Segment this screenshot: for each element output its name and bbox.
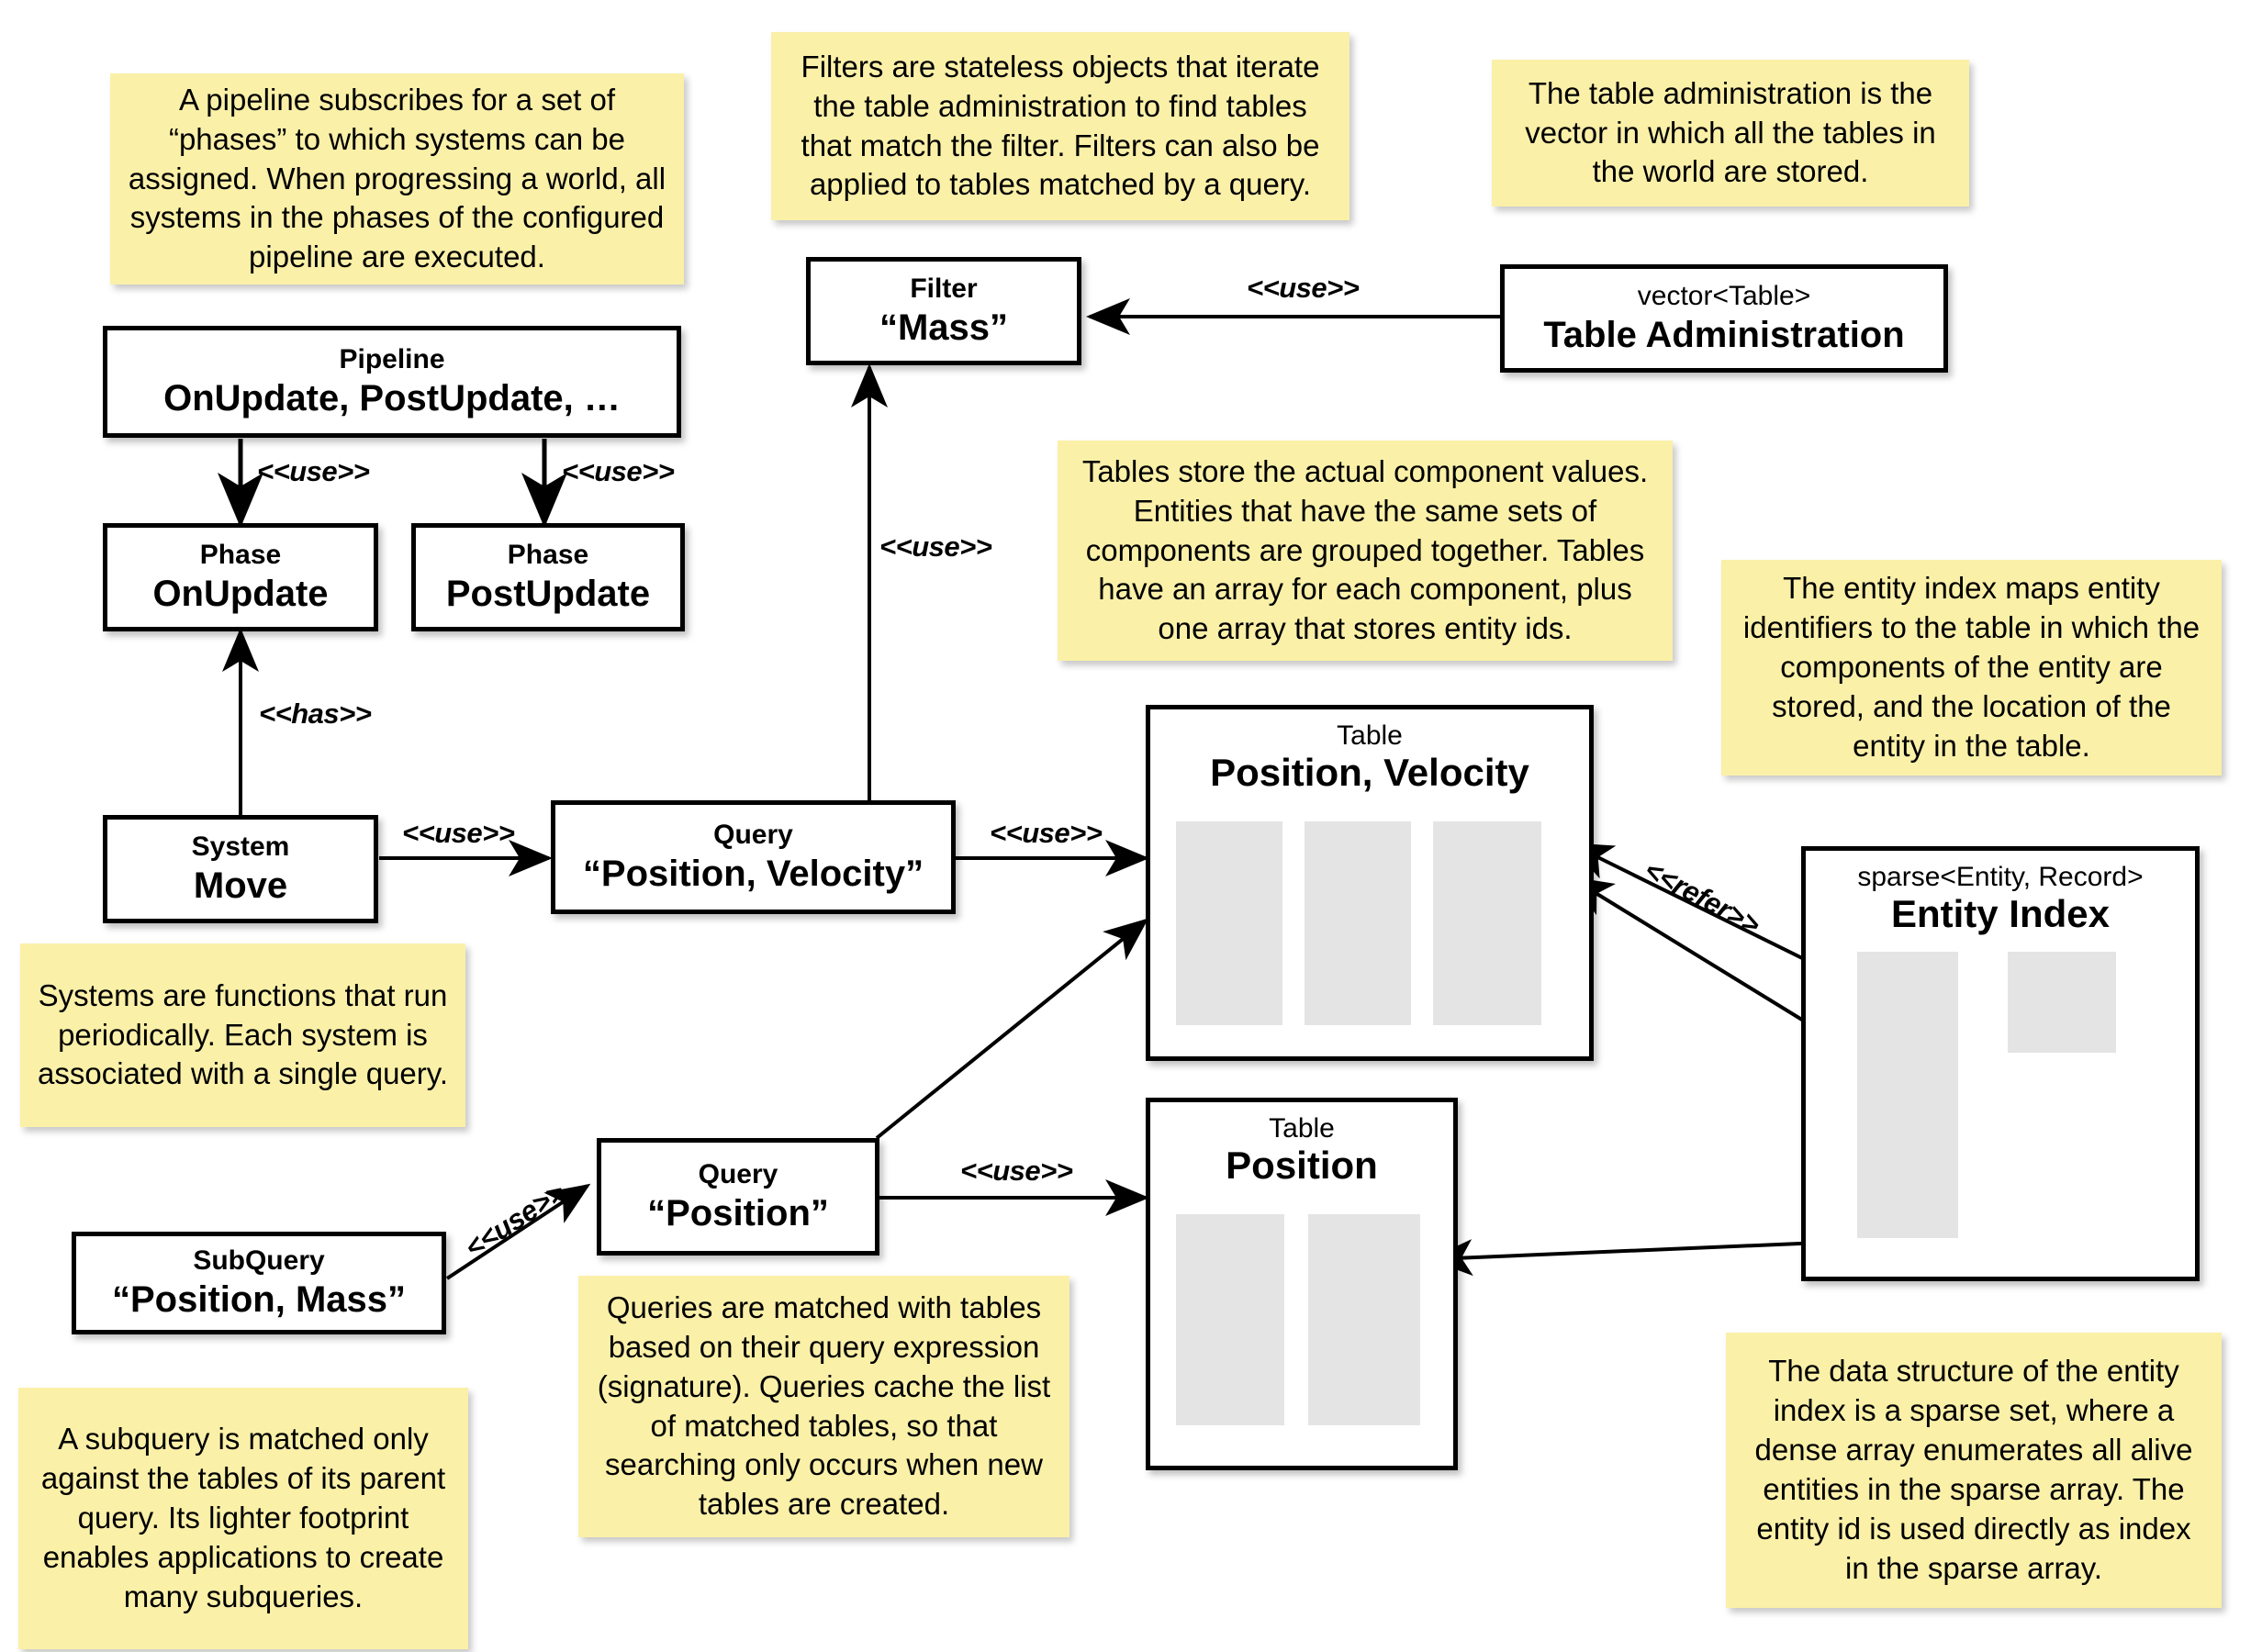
- box-table-administration[interactable]: vector<Table> Table Administration: [1500, 264, 1948, 373]
- box-phase-postupdate[interactable]: Phase PostUpdate: [411, 523, 685, 631]
- box-table-administration-stereotype: vector<Table>: [1637, 280, 1811, 311]
- note-filter: Filters are stateless objects that itera…: [771, 32, 1349, 220]
- note-queries: Queries are matched with tables based on…: [578, 1276, 1069, 1537]
- box-phase-onupdate[interactable]: Phase OnUpdate: [103, 523, 378, 631]
- box-phase-onupdate-title: OnUpdate: [152, 574, 329, 615]
- box-query-position-velocity[interactable]: Query “Position, Velocity”: [551, 800, 956, 914]
- entity-index-stereotype: sparse<Entity, Record>: [1857, 862, 2144, 892]
- box-system-move[interactable]: System Move: [103, 815, 378, 923]
- box-filter-mass-stereotype: Filter: [910, 273, 978, 304]
- box-entity-index[interactable]: sparse<Entity, Record> Entity Index: [1801, 846, 2200, 1281]
- table-position-velocity-title: Position, Velocity: [1210, 751, 1529, 794]
- box-query-position-stereotype: Query: [698, 1158, 778, 1189]
- table-position-header: Table Position: [1150, 1113, 1453, 1188]
- box-query-position-title: “Position”: [647, 1193, 829, 1234]
- table-position-velocity-stereotype: Table: [1337, 720, 1403, 751]
- box-pipeline[interactable]: Pipeline OnUpdate, PostUpdate, …: [103, 326, 681, 438]
- edge-label-entityindex-refer: <<refer>>: [1639, 854, 1765, 942]
- edge-label-subquery-query: <<use>>: [459, 1176, 571, 1265]
- note-systems: Systems are functions that run periodica…: [20, 943, 465, 1127]
- box-subquery-position-mass[interactable]: SubQuery “Position, Mass”: [72, 1232, 446, 1334]
- note-table-admin: The table administration is the vector i…: [1492, 60, 1969, 206]
- edge-label-query-filter: <<use>>: [879, 530, 992, 563]
- edge-label-pipeline-onupdate: <<use>>: [257, 455, 370, 487]
- table-position-column-position: [1176, 1214, 1284, 1425]
- entity-index-header: sparse<Entity, Record> Entity Index: [1806, 862, 2195, 936]
- edge-entityindex-tablepos-line: [1428, 1239, 1864, 1277]
- edge-label-system-phase: <<has>>: [259, 698, 372, 730]
- entity-index-title: Entity Index: [1890, 892, 2111, 935]
- table-column-entity-ids: [1433, 821, 1541, 1025]
- table-position-stereotype: Table: [1269, 1113, 1335, 1144]
- table-column-position: [1176, 821, 1282, 1025]
- edge-label-pipeline-postupdate: <<use>>: [562, 455, 675, 487]
- note-entity-index: The entity index maps entity identifiers…: [1721, 560, 2222, 776]
- note-pipeline: A pipeline subscribes for a set of “phas…: [110, 73, 684, 285]
- note-subquery: A subquery is matched only against the t…: [18, 1388, 468, 1649]
- entity-index-dense-array: [2008, 952, 2116, 1053]
- box-query-position-velocity-title: “Position, Velocity”: [582, 854, 924, 895]
- note-sparse-set: The data structure of the entity index i…: [1726, 1333, 2222, 1608]
- box-table-position-velocity[interactable]: Table Position, Velocity: [1146, 705, 1594, 1061]
- box-subquery-title: “Position, Mass”: [111, 1279, 407, 1321]
- box-query-position-velocity-stereotype: Query: [713, 819, 793, 850]
- box-pipeline-stereotype: Pipeline: [339, 343, 445, 374]
- box-phase-postupdate-title: PostUpdate: [445, 574, 651, 615]
- box-filter-mass[interactable]: Filter “Mass”: [806, 257, 1081, 365]
- box-subquery-stereotype: SubQuery: [193, 1245, 325, 1276]
- table-position-velocity-header: Table Position, Velocity: [1150, 720, 1589, 795]
- box-query-position[interactable]: Query “Position”: [597, 1138, 879, 1256]
- table-position-title: Position: [1226, 1144, 1378, 1187]
- table-column-velocity: [1305, 821, 1411, 1025]
- edge-label-query-table-posvel: <<use>>: [990, 817, 1103, 849]
- table-position-column-entity-ids: [1308, 1214, 1420, 1425]
- box-system-move-stereotype: System: [191, 831, 290, 862]
- box-phase-onupdate-stereotype: Phase: [199, 539, 282, 570]
- edge-label-system-query: <<use>>: [402, 817, 515, 849]
- note-tables: Tables store the actual component values…: [1058, 441, 1673, 661]
- box-phase-postupdate-stereotype: Phase: [507, 539, 589, 570]
- edge-querypos-tableposvel-line: [875, 918, 1149, 1140]
- edge-label-tableadmin-filter: <<use>>: [1247, 272, 1360, 304]
- entity-index-sparse-array: [1857, 952, 1958, 1238]
- box-table-position[interactable]: Table Position: [1146, 1098, 1458, 1470]
- box-system-move-title: Move: [193, 865, 288, 907]
- box-pipeline-title: OnUpdate, PostUpdate, …: [163, 378, 621, 419]
- edge-label-querypos-tablepos: <<use>>: [960, 1155, 1073, 1187]
- box-table-administration-title: Table Administration: [1543, 315, 1905, 356]
- box-filter-mass-title: “Mass”: [879, 307, 1009, 349]
